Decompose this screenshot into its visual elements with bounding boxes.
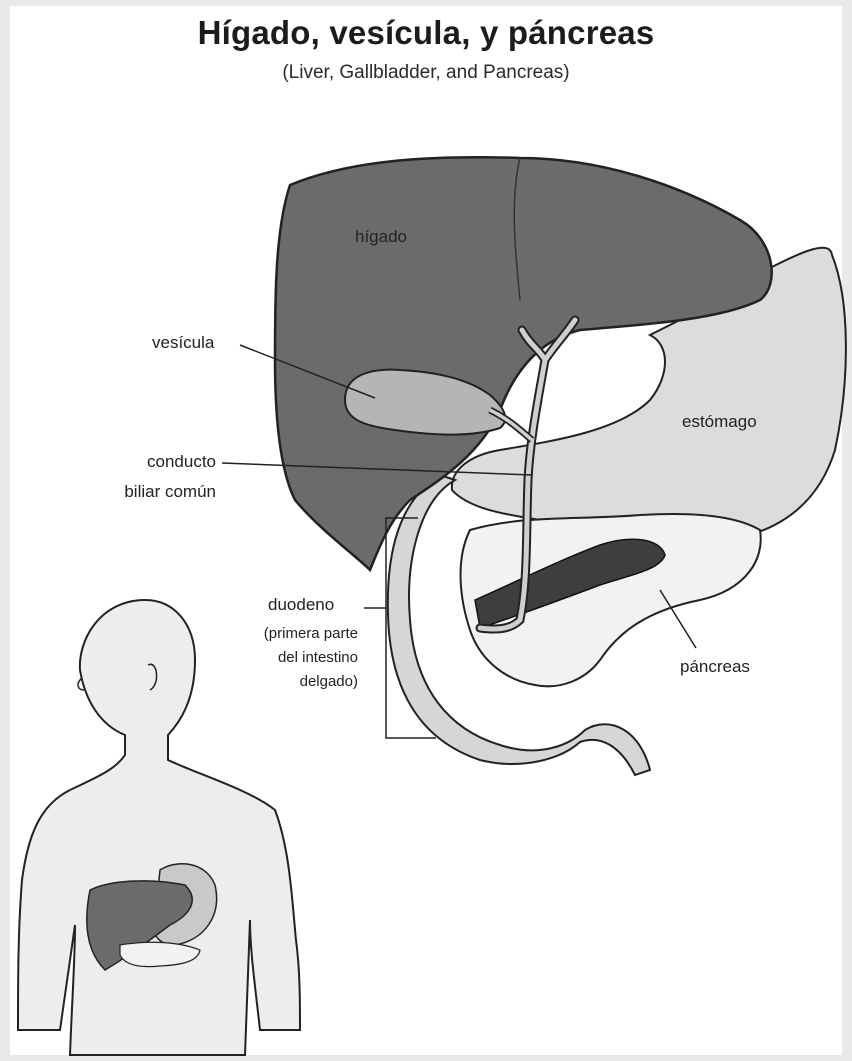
label-liver: hígado — [355, 227, 407, 247]
label-duodenum-note-1: (primera parte — [230, 625, 358, 642]
label-bile-duct-1: conducto — [110, 452, 216, 472]
label-pancreas: páncreas — [680, 657, 750, 677]
label-duodenum-note-2: del intestino — [230, 649, 358, 666]
human-figure-body — [18, 600, 300, 1055]
label-bile-duct-2: biliar común — [110, 482, 216, 502]
label-stomach: estómago — [682, 412, 757, 432]
label-gallbladder: vesícula — [152, 333, 214, 353]
label-duodenum: duodeno — [268, 595, 334, 615]
label-duodenum-note-3: delgado) — [230, 673, 358, 690]
